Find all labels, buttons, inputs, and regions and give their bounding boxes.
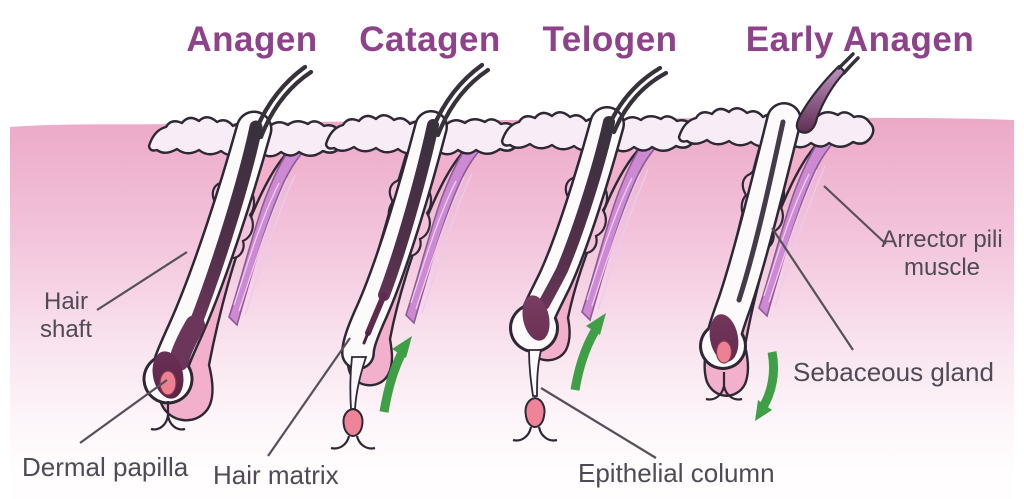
catagen-follicle — [324, 62, 522, 450]
telogen-follicle — [500, 65, 698, 442]
dermal-papilla-shape — [715, 340, 733, 364]
muscle-striations — [410, 172, 473, 314]
early-anagen-follicle — [677, 52, 875, 401]
club-hair-bulb — [522, 295, 550, 341]
shaft-taper — [365, 292, 387, 336]
papilla-stem — [512, 426, 558, 442]
anagen-follicle — [142, 64, 345, 431]
new-hair-shaft — [736, 119, 786, 303]
detached-dermal-papilla — [524, 396, 546, 429]
catagen-up-arrow-icon — [379, 336, 412, 413]
club-hair-above-skin — [837, 52, 860, 75]
dermal-papilla-leader — [79, 379, 168, 444]
dermal-papilla-label: Dermal papilla — [22, 452, 189, 482]
hair-shaft-in-follicle — [188, 120, 263, 332]
shedding-club-hair — [795, 64, 847, 134]
shaft-tip — [362, 331, 370, 345]
stage-title-anagen: Anagen — [186, 20, 318, 59]
skin-background — [10, 117, 1014, 499]
hair-matrix-label: Hair matrix — [213, 460, 339, 490]
muscle-striations — [233, 174, 296, 316]
epithelial-column-leader — [540, 387, 657, 459]
detached-dermal-papilla — [342, 407, 364, 438]
telogen-up-arrow-icon — [570, 313, 606, 391]
hair-above-skin — [251, 64, 314, 140]
early-anagen-down-arrow-icon — [755, 351, 779, 421]
stage-title-early-anagen: Early Anagen — [745, 20, 975, 59]
muscle-striations — [586, 169, 649, 311]
leader-lines — [79, 185, 887, 459]
stage-title-telogen: Telogen — [542, 20, 678, 59]
sebaceous-gland-leader — [771, 227, 854, 351]
club-hair-shaft — [538, 116, 615, 310]
papilla-stem — [705, 372, 743, 401]
papilla-stem — [150, 401, 186, 431]
dermal-papilla-shape — [159, 370, 177, 396]
arrector-pili-label: Arrector pili muscle — [881, 226, 1003, 281]
epithelial-column-label: Epithelial column — [578, 458, 775, 488]
hair-above-skin — [428, 62, 491, 138]
hair-above-skin — [604, 65, 669, 135]
papilla-stem — [330, 435, 376, 450]
arrector-pili-leader — [823, 185, 887, 245]
hair-shaft-label: Hair shaft — [39, 288, 93, 343]
sebaceous-gland-label: Sebaceous gland — [793, 357, 994, 387]
hair-shaft-leader — [96, 251, 188, 311]
regressing-hair-shaft — [378, 119, 439, 301]
stage-title-catagen: Catagen — [359, 20, 501, 59]
hair-root — [169, 315, 205, 371]
epithelial-strand — [528, 349, 543, 397]
muscle-striations — [763, 165, 826, 307]
hair-matrix-leader — [267, 337, 351, 457]
